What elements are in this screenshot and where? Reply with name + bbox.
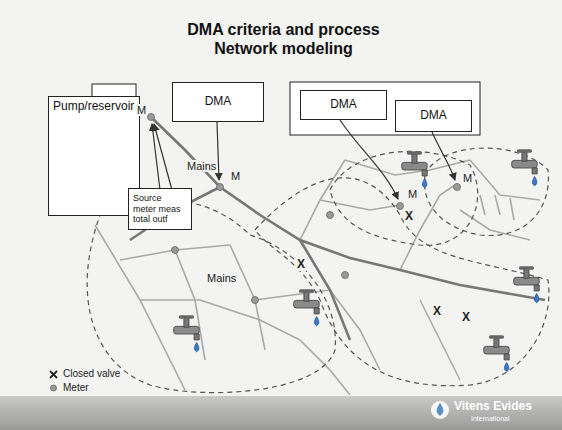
source-meter-box: Source meter meas total outf: [128, 188, 192, 230]
logo-mark: [431, 401, 449, 419]
tap-icon: [174, 149, 540, 372]
closed-valve: X: [404, 210, 414, 223]
legend-sample: [50, 371, 57, 391]
footer-band: [0, 396, 562, 430]
closed-valve: X: [461, 311, 471, 324]
dma-group-box: [290, 82, 480, 135]
mains-pipe: [130, 117, 545, 340]
closed-valve: X: [432, 305, 442, 318]
slide-title: DMA criteria and process Network modelin…: [171, 20, 396, 58]
node-text: DMA: [400, 109, 467, 123]
dma-box: DMA: [172, 82, 264, 122]
node-text: DMA: [305, 98, 382, 112]
node-text: Pump/reservoir: [53, 100, 135, 114]
pump-reservoir-box: Pump/reservoir: [48, 96, 140, 216]
legend-text: Closed valve: [62, 368, 121, 379]
logo-text: Vitens Evides: [453, 400, 533, 413]
logo-subtext: International: [470, 415, 511, 423]
node-text: DMA: [177, 95, 259, 109]
meter-tag: M: [230, 170, 241, 182]
street-grid: [95, 160, 540, 395]
meter-tag: M: [136, 104, 147, 116]
meter-tag: M: [462, 172, 473, 184]
closed-valve: X: [296, 258, 306, 271]
node-text: Source meter meas total outf: [133, 193, 187, 224]
meter-dot: [148, 114, 461, 304]
dma-box: DMA: [300, 90, 387, 120]
mains-label: Mains: [186, 160, 217, 172]
legend-text: Meter: [62, 382, 90, 393]
mains-label: Mains: [206, 272, 237, 284]
dma-box: DMA: [395, 100, 472, 132]
dma-boundary: [87, 148, 549, 393]
meter-tag: M: [407, 188, 418, 200]
